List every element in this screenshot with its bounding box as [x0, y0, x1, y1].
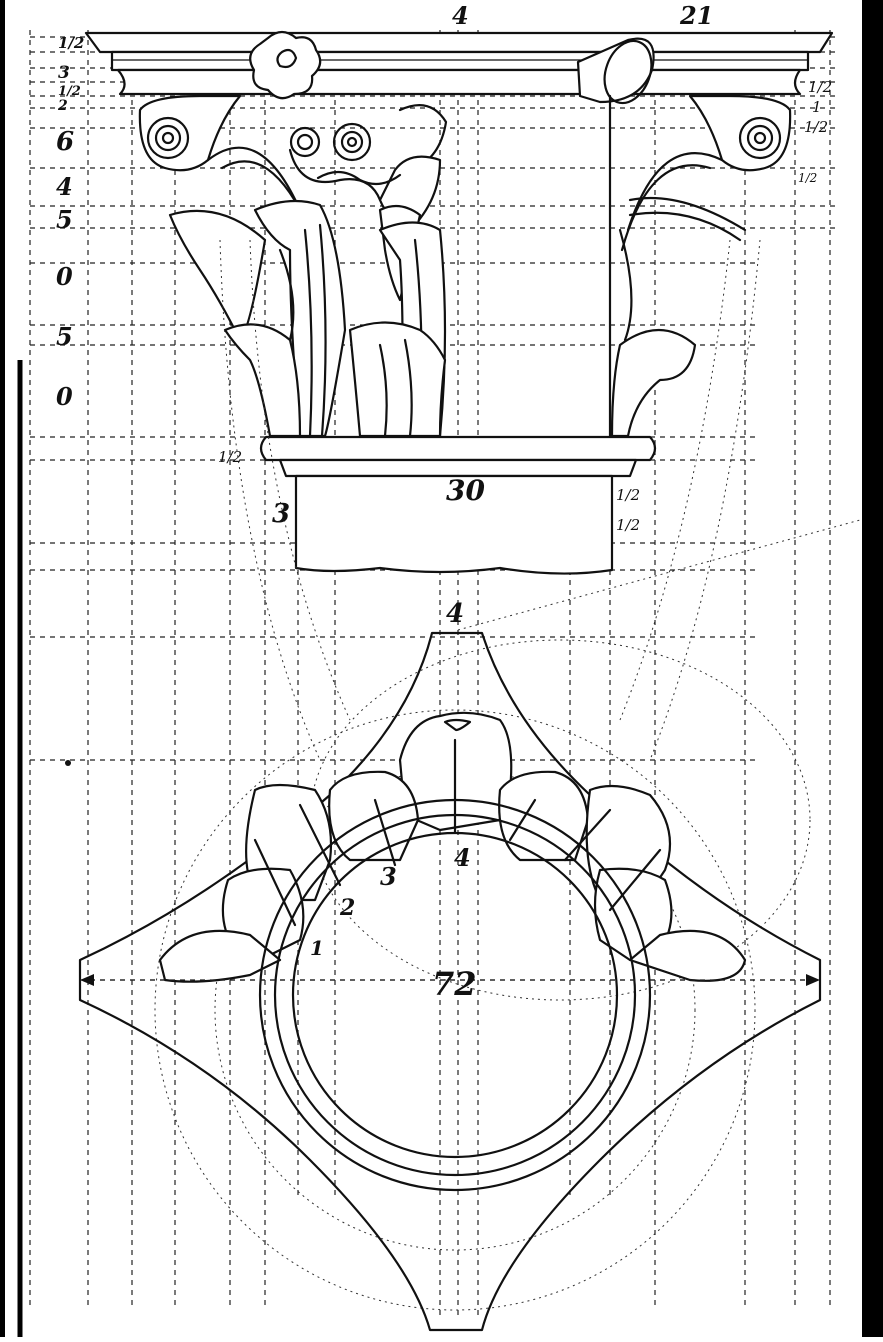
plan-diameter-label: 72	[432, 965, 477, 1003]
column-neck	[294, 474, 614, 575]
plan-leaf-label: 1	[310, 936, 324, 960]
neck-center-label: 30	[446, 474, 485, 507]
neck-right-label-2: 1/2	[616, 516, 640, 534]
side-label: 1/2	[58, 34, 84, 52]
right-label: 1	[812, 98, 822, 116]
plan-top-label: 4	[446, 599, 464, 629]
lower-leaves	[223, 321, 697, 438]
top-center-label: 4	[452, 1, 469, 30]
neck-right-label: 1/2	[616, 486, 640, 504]
astragal	[259, 435, 657, 478]
ink-dot	[65, 760, 71, 766]
side-label: 0	[56, 262, 73, 291]
side-label: 0	[56, 382, 73, 411]
side-label: 3	[58, 63, 70, 83]
side-label: 4	[56, 172, 73, 201]
right-label: 1/2	[808, 78, 832, 96]
plan-leaves	[158, 711, 747, 983]
right-scale: 1/2 1 1/2 1/2	[798, 78, 832, 185]
plan-leaf-labels: 1 2 3 4	[310, 843, 471, 960]
volute-right	[620, 94, 792, 252]
abacus-label: 1/2	[218, 448, 242, 466]
plan-leaf-label: 4	[454, 843, 471, 872]
right-border	[862, 0, 883, 1337]
side-label: 1/2	[58, 84, 81, 99]
abacus	[84, 31, 834, 96]
plan-leaf-ribs	[253, 738, 662, 927]
column-plan-rings	[258, 798, 652, 1192]
side-scale: 1/2 3 1/2 2 6 4 5 0 5 0	[56, 34, 84, 411]
neck-left-label: 3	[272, 499, 290, 529]
right-label: 1/2	[804, 118, 828, 136]
abacus-flower	[249, 30, 322, 100]
side-label: 6	[56, 127, 74, 157]
side-label: 5	[56, 322, 73, 351]
plan-leaf-label: 2	[339, 895, 355, 921]
abacus-section	[576, 37, 655, 105]
top-right-label: 21	[679, 1, 713, 30]
side-label: 2	[57, 98, 68, 114]
right-label: 1/2	[798, 171, 817, 185]
plan-leaf-label: 3	[380, 862, 397, 891]
side-label: 5	[56, 205, 73, 234]
left-border	[0, 0, 5, 1337]
diameter-arrow	[80, 974, 820, 986]
